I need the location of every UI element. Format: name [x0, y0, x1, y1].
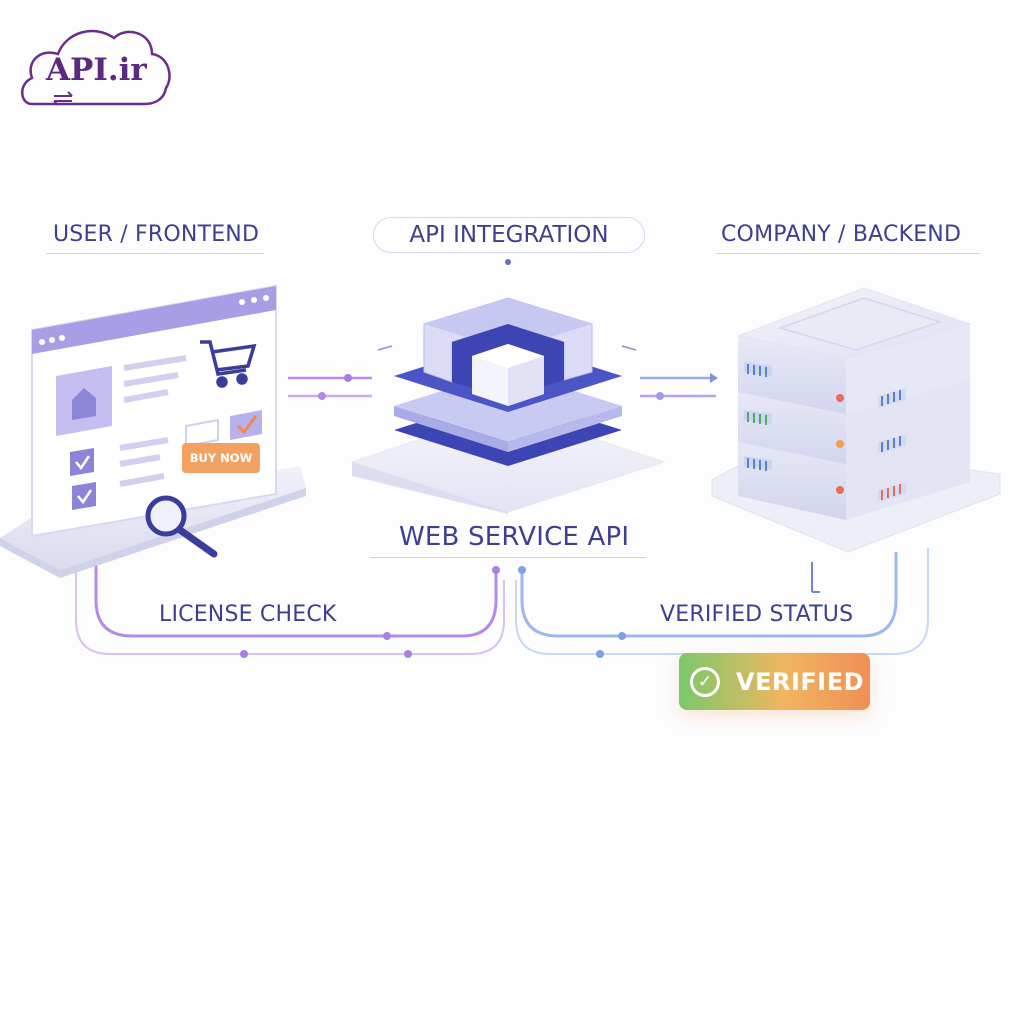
api-integration-pill: API INTEGRATION	[373, 217, 645, 253]
logo-cloud-icon	[21, 29, 171, 106]
verified-badge-text: VERIFIED	[736, 667, 865, 696]
user-frontend-label: USER / FRONTEND	[53, 222, 260, 247]
company-backend-label: COMPANY / BACKEND	[721, 222, 962, 247]
checkmark-icon: ✓	[690, 666, 720, 697]
web-service-api-label: WEB SERVICE API	[399, 522, 630, 552]
api-integration-label: API INTEGRATION	[409, 222, 609, 248]
license-check-label: LICENSE CHECK	[159, 602, 337, 627]
logo-text: API.ir	[46, 52, 147, 88]
checkbox-icon	[230, 410, 262, 440]
server-rack-icon	[711, 287, 1001, 553]
pill-pointer-dot	[505, 259, 511, 265]
magnifier-icon	[145, 495, 218, 558]
checkbox-icon	[70, 448, 94, 476]
web-service-api-underline	[370, 557, 646, 558]
sync-arrows-icon	[53, 91, 73, 106]
company-backend-underline	[716, 253, 980, 254]
user-frontend-underline	[46, 253, 264, 254]
buy-now-button[interactable]: BUY NOW	[182, 443, 260, 473]
verified-badge: ✓ VERIFIED	[679, 653, 870, 710]
shopping-cart-icon	[200, 340, 257, 388]
api-cube-icon	[350, 297, 666, 514]
checkbox-icon	[72, 482, 96, 510]
verified-status-label: VERIFIED STATUS	[660, 602, 854, 627]
